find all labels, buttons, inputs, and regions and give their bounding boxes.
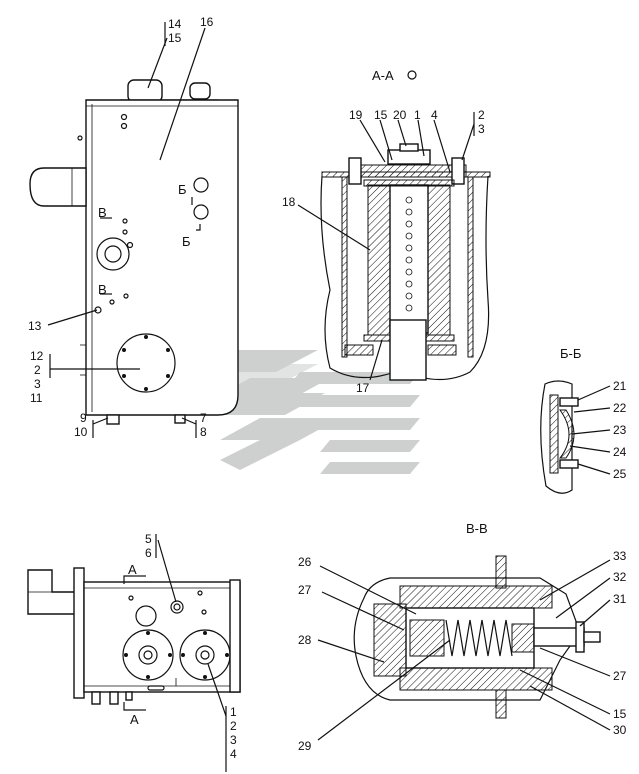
callout-15-vv: 15 [613, 707, 627, 721]
callout-10: 10 [74, 425, 88, 439]
bottom-fitting-left [106, 414, 120, 425]
side-view [27, 534, 241, 772]
callout-2-side: 2 [230, 719, 237, 733]
callout-19: 19 [349, 108, 363, 122]
section-bb: Б-Б [540, 346, 611, 494]
callout-3-side: 3 [230, 733, 237, 747]
port-lower [193, 204, 209, 220]
callout-31: 31 [613, 592, 627, 606]
callout-14: 14 [168, 17, 182, 31]
valve-housing-bottom [399, 667, 553, 691]
tank-body [85, 99, 239, 416]
valve-housing-top [399, 585, 553, 609]
callout-3-front: 3 [34, 377, 41, 391]
callout-22: 22 [613, 401, 627, 415]
bolt-left [348, 157, 362, 185]
callout-25: 25 [613, 467, 627, 481]
outlet-pipe [389, 319, 427, 381]
pump-flange-right [179, 629, 231, 681]
callout-33: 33 [613, 549, 627, 563]
callout-32: 32 [613, 570, 627, 584]
breakout-bb [540, 380, 573, 494]
core-holes [405, 196, 413, 312]
section-mark-b-lower: Б [182, 234, 191, 249]
callout-27-left: 27 [298, 583, 312, 597]
callout-1-aa: 1 [414, 108, 421, 122]
callout-26: 26 [298, 555, 312, 569]
rotation-symbol [407, 70, 417, 80]
section-aa-title: А-А [372, 68, 394, 83]
lock-nut [575, 621, 585, 653]
top-fitting-right [189, 82, 211, 100]
callout-12: 12 [30, 349, 44, 363]
callout-23: 23 [613, 423, 627, 437]
port-upper [193, 177, 209, 193]
callout-29: 29 [298, 739, 312, 753]
top-fitting-left [127, 79, 163, 103]
filter-element-left [367, 184, 391, 336]
spring [445, 619, 513, 657]
callout-7-front: 7 [200, 411, 207, 425]
spool-head [409, 619, 445, 657]
callout-3-aa: 3 [478, 122, 485, 136]
valve-port [96, 237, 130, 271]
callout-16: 16 [200, 15, 214, 29]
callout-2-aa: 2 [478, 108, 485, 122]
callout-9: 9 [80, 411, 87, 425]
bolt-right [451, 157, 465, 185]
side-plug [170, 600, 184, 614]
section-aa: А-А [297, 68, 491, 381]
callout-4-side: 4 [230, 747, 237, 761]
section-mark-v-lower: В [98, 282, 107, 297]
front-view-leaders [47, 22, 206, 438]
section-bb-title: Б-Б [560, 346, 581, 361]
filter-element-right [427, 184, 451, 336]
side-body [83, 581, 241, 693]
callout-2-front: 2 [34, 363, 41, 377]
section-vv-title: В-В [466, 521, 488, 536]
callout-1-side: 1 [230, 705, 237, 719]
callout-18: 18 [282, 195, 296, 209]
callout-21: 21 [613, 379, 627, 393]
callout-27-right: 27 [613, 669, 627, 683]
callout-15: 15 [168, 31, 182, 45]
section-mark-a-lower: А [130, 712, 139, 727]
inspection-cover [116, 333, 176, 393]
callout-24: 24 [613, 445, 627, 459]
mount-flange [73, 567, 85, 699]
pump-flange-left [122, 629, 174, 681]
section-mark-a-upper: А [128, 562, 137, 577]
section-vv: В-В [317, 521, 611, 741]
section-mark-v-upper: В [98, 205, 107, 220]
callout-4-aa: 4 [431, 108, 438, 122]
filter-core [389, 184, 429, 334]
callout-17: 17 [356, 381, 370, 395]
callout-28: 28 [298, 633, 312, 647]
callout-15-aa: 15 [374, 108, 388, 122]
callout-13: 13 [28, 319, 42, 333]
callout-11: 11 [30, 391, 43, 405]
callout-30: 30 [613, 723, 627, 737]
section-mark-b-upper: Б [178, 182, 187, 197]
callout-8: 8 [200, 425, 207, 439]
breather-pipe [29, 167, 87, 207]
front-view [29, 79, 239, 425]
side-port-large [135, 605, 157, 627]
watermark-logo [196, 350, 420, 474]
callout-20: 20 [393, 108, 407, 122]
breakout-vv [353, 577, 581, 701]
callout-5: 5 [145, 532, 152, 546]
callout-6: 6 [145, 546, 152, 560]
